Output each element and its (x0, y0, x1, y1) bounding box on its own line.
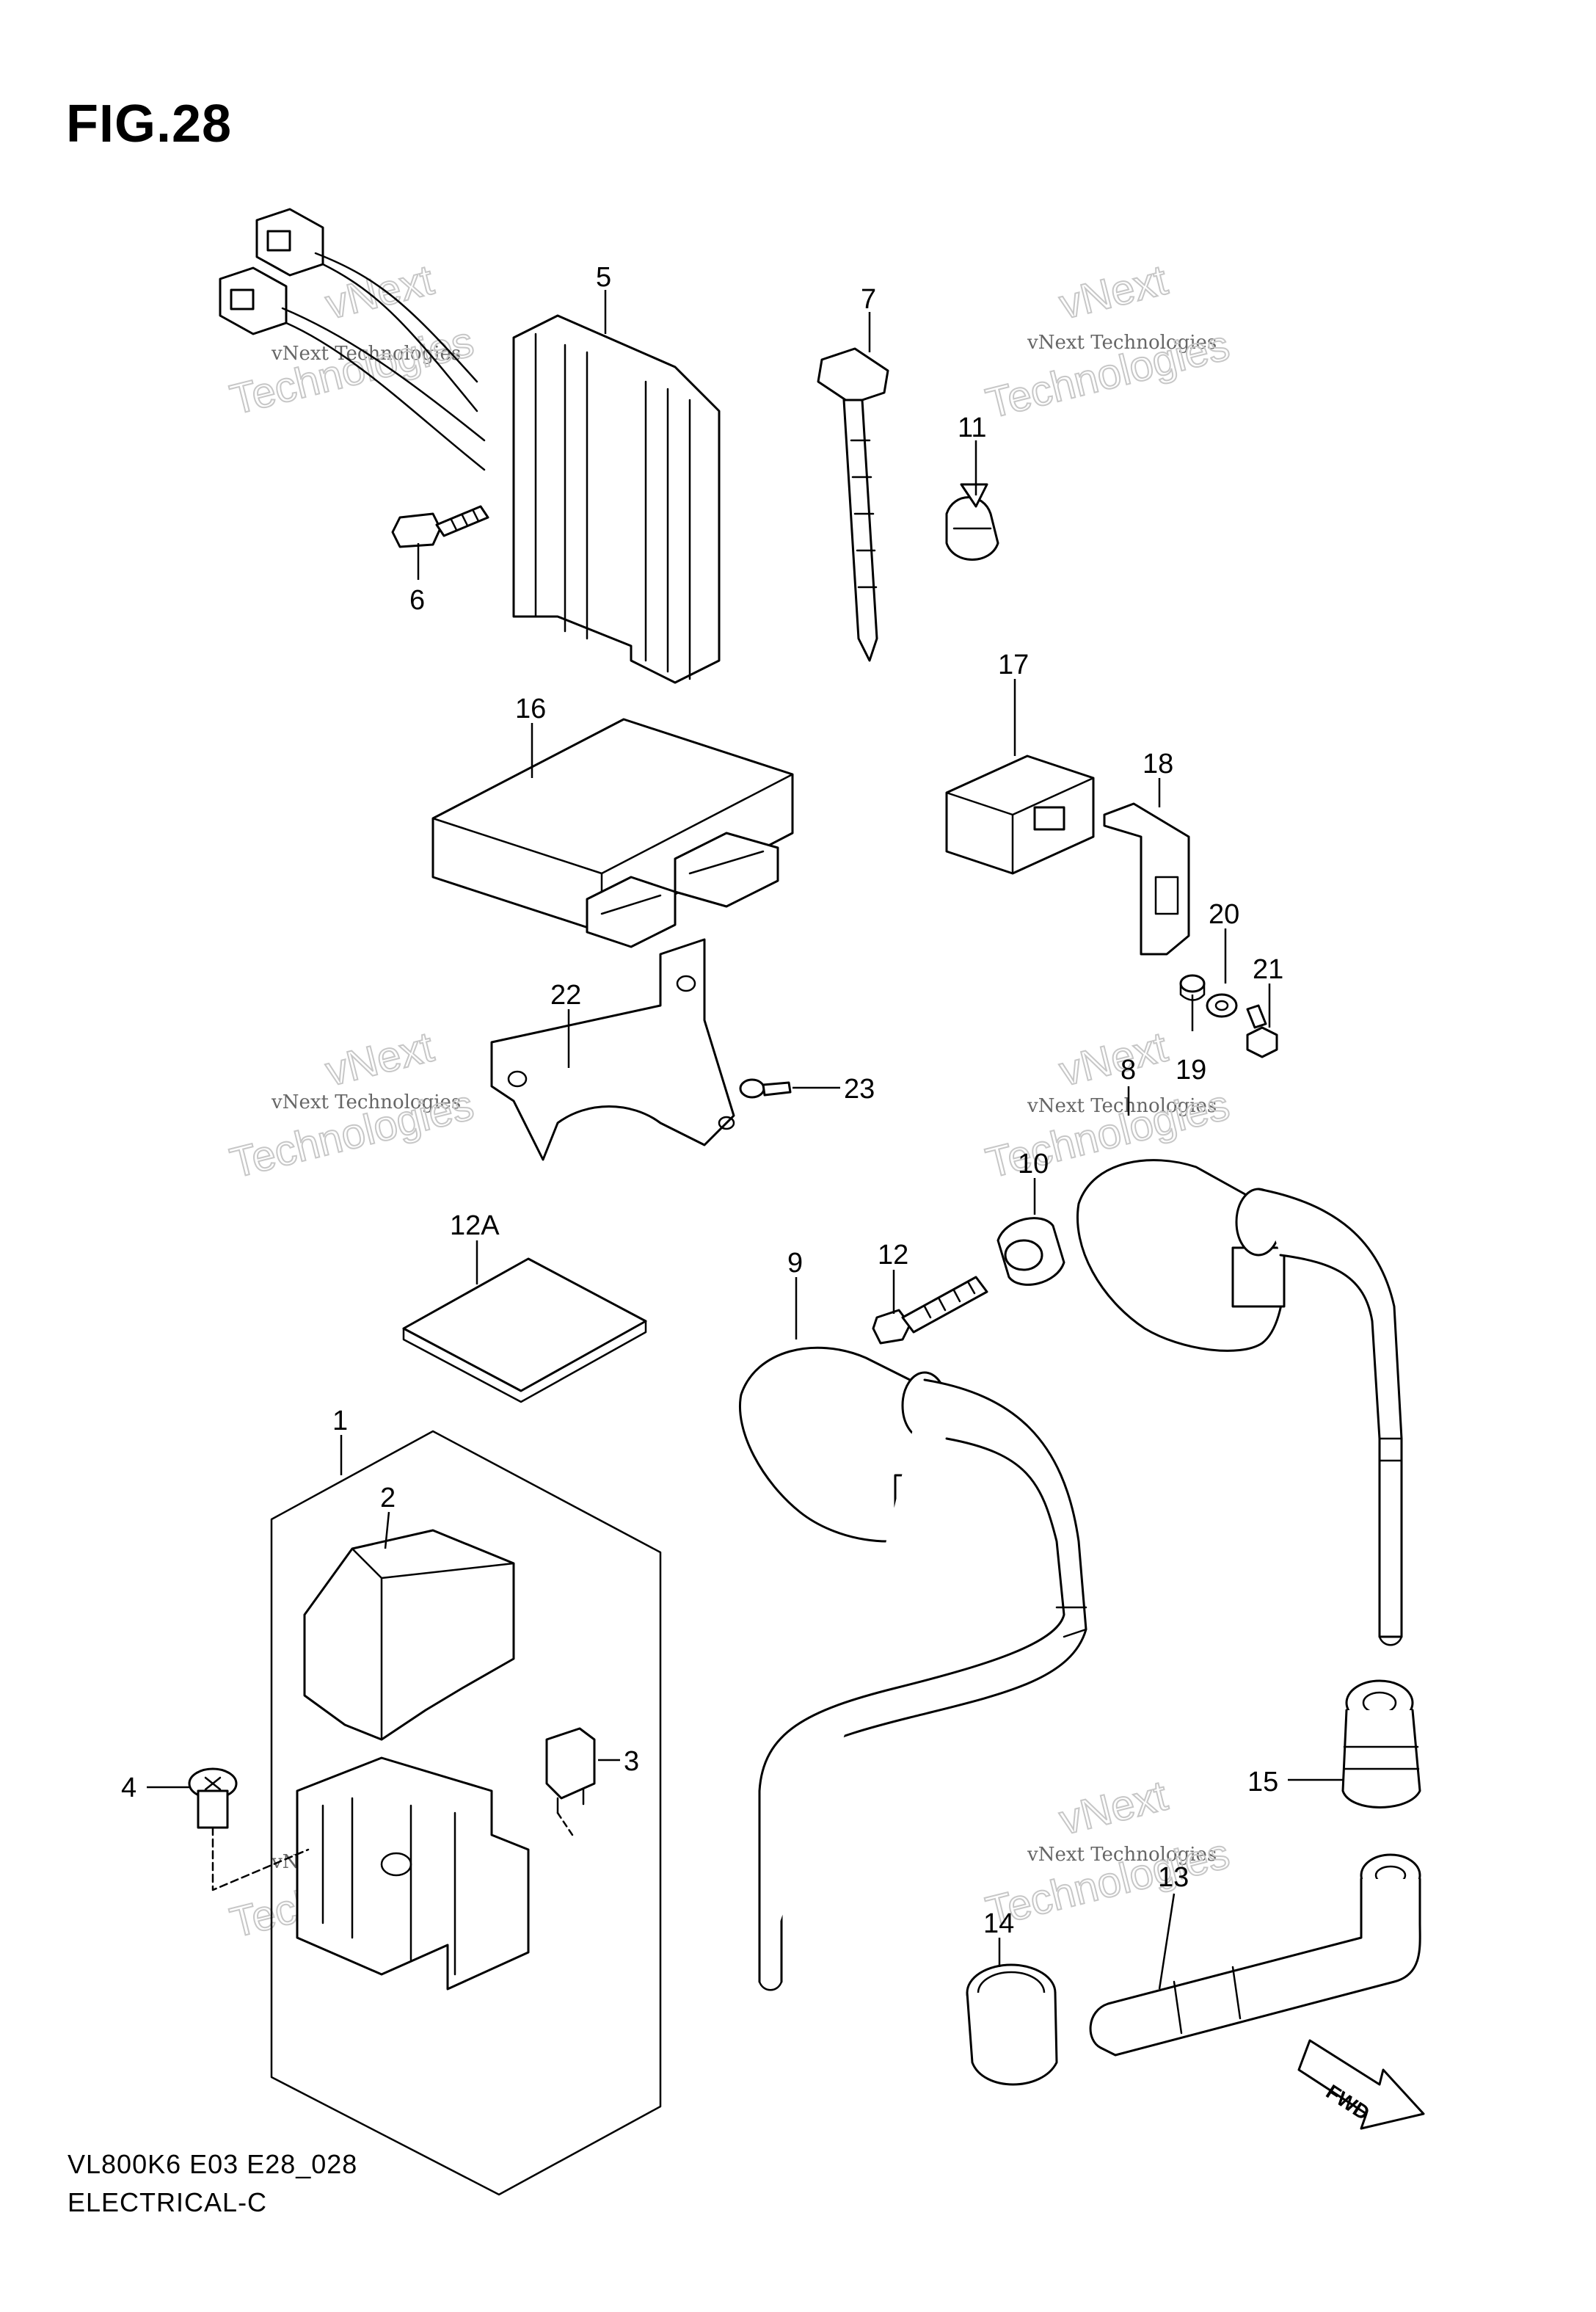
svg-text:vNext: vNext (321, 1023, 438, 1096)
part-19-collar (1179, 974, 1206, 1001)
svg-text:Technologies: Technologies (225, 318, 478, 424)
callout-3: 3 (624, 1746, 639, 1777)
callout-17: 17 (998, 650, 1029, 680)
part-11-clamp (945, 483, 999, 561)
part-6-bolt (391, 505, 489, 548)
model-code: VL800K6 E03 E28_028 (68, 2149, 358, 2179)
part-16-ecm (431, 718, 794, 948)
svg-text:vNext: vNext (321, 256, 438, 329)
figure-title: FIG.28 (66, 95, 233, 153)
leader-lines (147, 290, 1343, 1990)
svg-text:vNext Technologies: vNext Technologies (271, 1091, 461, 1113)
svg-text:vNext: vNext (1054, 256, 1172, 329)
part-14-sleeve (966, 1963, 1058, 2086)
callout-19: 19 (1176, 1055, 1206, 1086)
callout-2: 2 (380, 1483, 396, 1513)
part-20-grommet (1206, 993, 1238, 1018)
callout-11: 11 (958, 412, 986, 443)
svg-text:vNext Technologies: vNext Technologies (1027, 1844, 1217, 1866)
part-23-screw (739, 1078, 792, 1099)
callout-16: 16 (515, 694, 546, 724)
callout-7: 7 (861, 284, 876, 315)
section-name: ELECTRICAL-C (68, 2187, 268, 2217)
callout-6: 6 (409, 585, 425, 616)
part-9-ignition-coil (739, 1346, 1087, 1991)
watermark-6: vNext vNext Technologies Technologies (980, 1771, 1234, 1937)
callout-18: 18 (1143, 749, 1173, 779)
fwd-direction-marker: FWD (1297, 2039, 1425, 2130)
callout-labels: 5 6 7 11 17 16 18 20 21 19 22 23 8 10 12… (121, 262, 1283, 1939)
part-15-plug-cap-boot (1341, 1679, 1421, 1808)
part-8-ignition-coil (1076, 1159, 1403, 1646)
callout-9: 9 (787, 1248, 803, 1279)
part-12a-label (402, 1257, 647, 1403)
callout-13: 13 (1158, 1862, 1189, 1893)
callout-23: 23 (844, 1074, 875, 1105)
part-5-regulator-rectifier (219, 208, 721, 684)
part-12-bolt (872, 1276, 988, 1345)
part-22-bracket (490, 938, 735, 1161)
part-10-spacer (996, 1217, 1065, 1286)
part-1-fuse-box-assembly (188, 1430, 662, 2196)
part-21-bolt (1246, 1004, 1278, 1058)
callout-10: 10 (1018, 1149, 1049, 1179)
part-13-tube (1089, 1853, 1421, 2057)
callout-14: 14 (983, 1908, 1014, 1939)
callout-21: 21 (1253, 954, 1283, 985)
svg-text:vNext: vNext (1054, 1772, 1172, 1844)
callout-5: 5 (596, 262, 611, 293)
callout-12a: 12A (450, 1210, 500, 1241)
svg-text:vNext: vNext (1054, 1023, 1172, 1096)
watermark-3: vNext vNext Technologies Technologies (225, 1022, 478, 1188)
callout-1: 1 (332, 1406, 348, 1436)
callout-8: 8 (1121, 1055, 1136, 1086)
part-7-cable-tie (817, 347, 889, 662)
callout-20: 20 (1209, 899, 1239, 930)
svg-text:vNext Technologies: vNext Technologies (1027, 332, 1217, 354)
part-18-bracket (1103, 802, 1190, 956)
svg-text:vNext Technologies: vNext Technologies (1027, 1095, 1217, 1117)
callout-4: 4 (121, 1773, 136, 1803)
callout-22: 22 (550, 980, 581, 1011)
watermark-2: vNext vNext Technologies Technologies (980, 255, 1234, 429)
callout-12: 12 (878, 1240, 908, 1270)
part-17-relay (945, 755, 1095, 875)
callout-15: 15 (1247, 1767, 1278, 1797)
